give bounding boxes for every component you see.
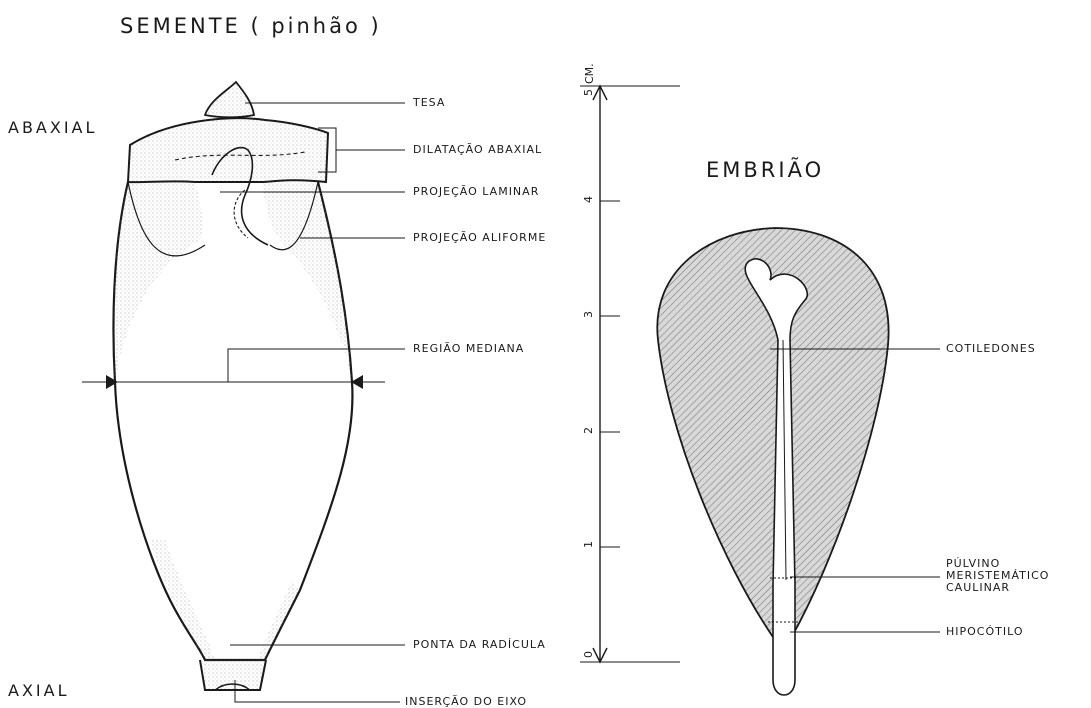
scale-tick-3: 3 xyxy=(582,311,595,318)
embryo-drawing xyxy=(657,228,888,695)
figure-title: SEMENTE ( pinhão ) xyxy=(120,14,382,38)
scale-unit: CM. xyxy=(583,63,596,84)
tesa xyxy=(205,82,254,117)
label-tesa: TESA xyxy=(413,96,445,109)
label-axial: AXIAL xyxy=(8,681,69,700)
scale-tick-0: 0 xyxy=(582,651,595,658)
radicula-tip xyxy=(200,660,266,690)
embryo-title: EMBRIÃO xyxy=(706,158,824,182)
label-regiao-mediana: REGIÃO MEDIANA xyxy=(413,342,524,355)
scale-tick-2: 2 xyxy=(582,427,595,434)
label-dilatacao-abaxial: DILATAÇÃO ABAXIAL xyxy=(413,143,542,156)
scale-tick-5: 5 xyxy=(582,89,595,96)
scale-tick-4: 4 xyxy=(582,196,595,203)
dilatacao-band xyxy=(128,118,328,182)
label-insercao-eixo: INSERÇÃO DO EIXO xyxy=(405,695,527,708)
scale-tick-1: 1 xyxy=(582,541,595,548)
label-projecao-aliforme: PROJEÇÃO ALIFORME xyxy=(413,231,546,244)
label-cotiledones: COTILEDONES xyxy=(946,342,1036,355)
label-projecao-laminar: PROJEÇÃO LAMINAR xyxy=(413,185,539,198)
label-hipocotilo: HIPOCÓTILO xyxy=(946,625,1024,638)
label-abaxial: ABAXIAL xyxy=(8,118,97,137)
seed-drawing xyxy=(82,82,385,690)
label-pulvino-3: CAULINAR xyxy=(946,582,1010,594)
label-ponta-radicula: PONTA DA RADÍCULA xyxy=(413,638,546,651)
